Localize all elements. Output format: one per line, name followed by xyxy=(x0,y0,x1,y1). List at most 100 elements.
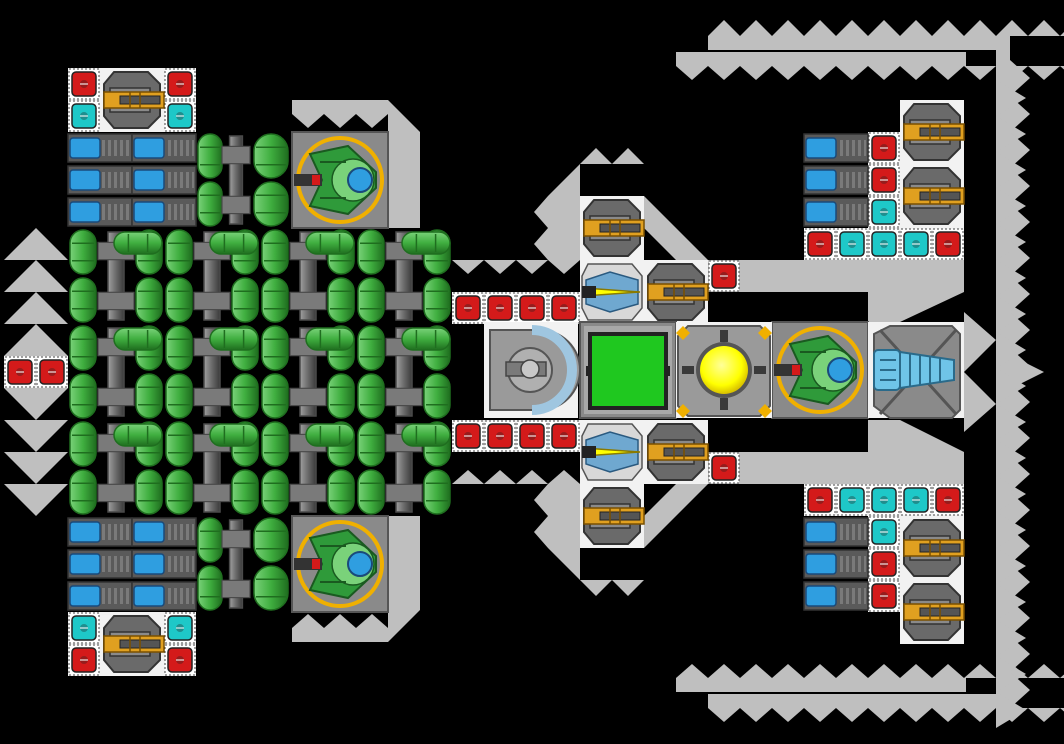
central-modules xyxy=(484,321,964,419)
armor-spike xyxy=(964,708,996,722)
armor-spike xyxy=(772,708,804,722)
red-module-block xyxy=(516,292,548,324)
red-module-block xyxy=(932,484,964,516)
battery-cell xyxy=(131,549,197,579)
fuel-tank xyxy=(113,231,163,255)
armor-spike xyxy=(356,614,388,628)
cannon-turret xyxy=(583,199,645,257)
fuel-tank xyxy=(401,423,451,447)
armor-spike xyxy=(1010,132,1030,168)
fuel-tank xyxy=(209,231,259,255)
fuel-tank xyxy=(165,421,193,467)
battery-cell xyxy=(67,133,133,163)
fuel-tank xyxy=(69,277,97,323)
armor-spike xyxy=(612,580,644,596)
fuel-tank xyxy=(305,327,355,351)
armor-spike xyxy=(708,20,740,36)
armor-spike xyxy=(1060,708,1064,712)
battery-cell xyxy=(131,197,197,227)
fuel-tank xyxy=(253,565,289,611)
pipe-junction xyxy=(97,327,135,417)
armor-spike xyxy=(1060,66,1064,70)
battery-cell xyxy=(131,165,197,195)
red-module-block xyxy=(164,68,196,100)
armor-spike xyxy=(1010,456,1030,492)
fuel-tank-bank xyxy=(69,133,451,611)
shield-dome-icon[interactable] xyxy=(484,322,581,418)
armor-spike xyxy=(804,664,836,678)
red-module-block xyxy=(484,292,516,324)
red-module-block xyxy=(804,484,836,516)
cyan-module-block xyxy=(900,228,932,260)
reactor-core-icon[interactable] xyxy=(676,322,772,418)
fuel-tank xyxy=(135,373,163,419)
armor-strut xyxy=(868,260,964,322)
armor-spike xyxy=(388,132,404,164)
armor-spike xyxy=(4,324,68,356)
turret-mounts xyxy=(103,71,965,673)
armor-spike xyxy=(580,580,612,596)
cannon-turret xyxy=(903,103,965,161)
armor-spike xyxy=(932,20,964,36)
armor-spike xyxy=(356,114,388,128)
fuel-tank xyxy=(357,325,385,371)
red-module-block xyxy=(868,580,900,612)
armor-spike xyxy=(804,66,836,80)
fuel-tank xyxy=(253,133,289,179)
armor-spike xyxy=(836,66,868,80)
pipe-junction xyxy=(193,423,231,513)
armor-spike xyxy=(452,470,484,484)
armor-spike xyxy=(740,664,772,678)
armor-spike xyxy=(548,164,580,260)
armor-spike xyxy=(580,148,612,164)
cyan-module-block xyxy=(164,100,196,132)
cannon-turret xyxy=(903,519,965,577)
fuel-tank xyxy=(197,565,223,611)
red-module-block xyxy=(708,260,740,292)
armor-spike xyxy=(964,312,996,432)
cyan-module-block xyxy=(868,196,900,228)
command-screen-icon[interactable] xyxy=(579,321,677,419)
cannon-turret xyxy=(647,423,709,481)
red-module-block xyxy=(164,644,196,676)
main-thruster-icon[interactable] xyxy=(868,322,964,419)
red-module-block xyxy=(68,68,100,100)
fuel-tank xyxy=(357,421,385,467)
fuel-tank xyxy=(113,423,163,447)
red-module-block xyxy=(484,420,516,452)
armor-spike xyxy=(836,20,868,36)
fuel-tank xyxy=(423,277,451,323)
armor-spike xyxy=(4,452,68,484)
battery-cell xyxy=(67,517,133,547)
armor-spike xyxy=(1010,600,1030,636)
fuel-tank xyxy=(261,469,289,515)
armor-spike xyxy=(1028,66,1060,80)
fuel-tank xyxy=(261,325,289,371)
armor-spike xyxy=(772,20,804,36)
armor-spike xyxy=(292,114,324,128)
cyan-module-block xyxy=(164,612,196,644)
armor-spike xyxy=(964,20,996,36)
red-module-block xyxy=(516,420,548,452)
armor-spike xyxy=(4,420,68,452)
battery-banks xyxy=(67,133,869,611)
red-module-block xyxy=(932,228,964,260)
battery-cell xyxy=(803,517,869,547)
engine-pods xyxy=(291,131,869,613)
fuel-tank xyxy=(261,277,289,323)
pipe-junction xyxy=(385,423,423,513)
armor-bar xyxy=(292,628,388,642)
cannon-turret xyxy=(103,615,165,673)
red-module-block xyxy=(452,420,484,452)
engine-pod-icon xyxy=(771,321,869,419)
armor-spike xyxy=(1010,276,1030,312)
fuel-tank xyxy=(165,229,193,275)
armor-spike xyxy=(1010,312,1030,348)
fuel-tank xyxy=(165,469,193,515)
armor-spike xyxy=(388,548,404,580)
armor-spike xyxy=(484,470,516,484)
armor-spike xyxy=(900,20,932,36)
fuel-tank xyxy=(253,181,289,227)
battery-cell xyxy=(803,549,869,579)
armor-spike xyxy=(388,580,404,612)
